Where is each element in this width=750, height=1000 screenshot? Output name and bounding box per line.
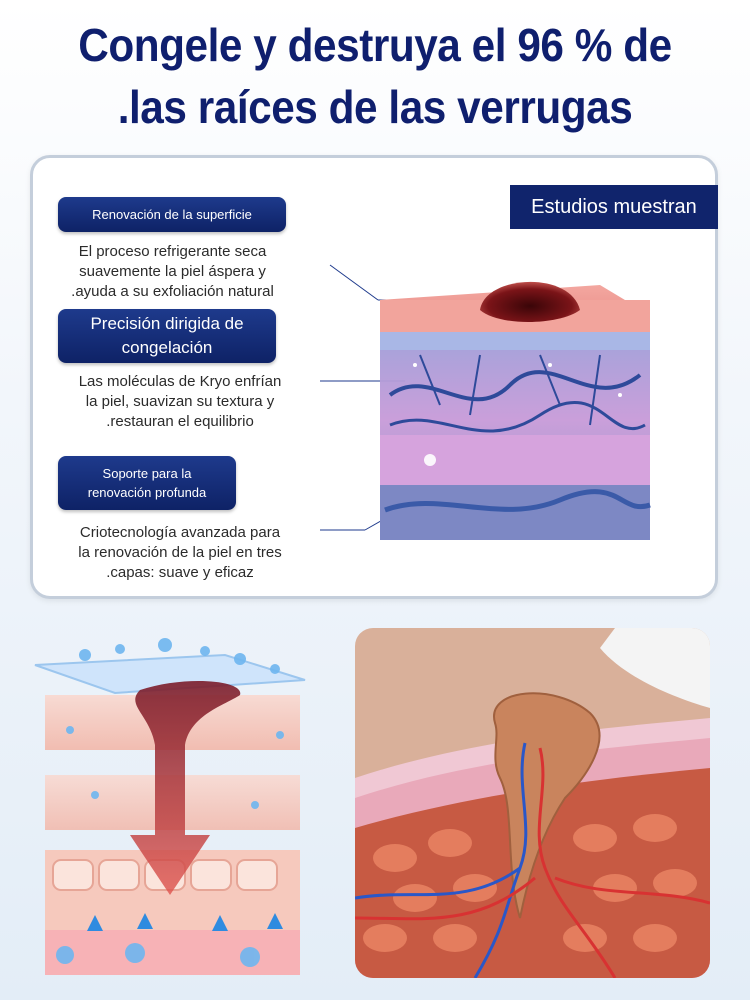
freezing-layers-illustration-icon bbox=[34, 638, 306, 975]
feature-description-deep: Criotecnología avanzada para la renovaci… bbox=[40, 523, 320, 583]
desc-line: suavemente la piel áspera y bbox=[79, 263, 266, 280]
wart-root-illustration bbox=[355, 628, 710, 978]
feature-description-surface: El proceso refrigerante seca suavemente … bbox=[40, 242, 305, 302]
desc-line: Criotecnología avanzada para bbox=[79, 524, 281, 541]
tag-line: renovación profunda bbox=[87, 485, 207, 500]
feature-tag-surface: Renovación de la superficie bbox=[58, 197, 286, 232]
headline-line-2: .las raíces de las verrugas bbox=[117, 81, 633, 133]
tag-line: congelación bbox=[121, 338, 213, 357]
connector-line bbox=[329, 264, 379, 301]
studies-badge: Estudios muestran bbox=[510, 185, 718, 229]
feature-tag-precision: Precisión dirigida de congelación bbox=[58, 309, 276, 363]
desc-line: la renovación de la piel en tres bbox=[78, 544, 282, 561]
tag-line: Precisión dirigida de bbox=[90, 314, 244, 333]
desc-line: Las moléculas de Kryo enfrían bbox=[78, 373, 282, 390]
basal-layer bbox=[380, 332, 650, 350]
wart-shape bbox=[480, 281, 580, 323]
desc-line: .ayuda a su exfoliación natural bbox=[71, 283, 274, 300]
headline-line-1: Congele y destruya el 96 % de bbox=[78, 19, 672, 71]
skin-layers-diagram-icon bbox=[320, 264, 651, 540]
feature-description-precision: Las moléculas de Kryo enfrían la piel, s… bbox=[40, 372, 320, 432]
desc-line: .restauran el equilibrio bbox=[106, 413, 254, 430]
desc-line: .capas: suave y eficaz bbox=[106, 564, 254, 581]
desc-line: El proceso refrigerante seca bbox=[78, 243, 267, 260]
wart-root-illustration-icon bbox=[355, 628, 710, 978]
dermis-layer bbox=[380, 435, 650, 485]
tag-line: Soporte para la bbox=[102, 466, 192, 481]
headline: Congele y destruya el 96 % de .las raíce… bbox=[30, 14, 720, 138]
feature-tag-deep: Soporte para la renovación profunda bbox=[58, 456, 236, 510]
desc-line: la piel, suavizan su textura y bbox=[85, 393, 275, 410]
